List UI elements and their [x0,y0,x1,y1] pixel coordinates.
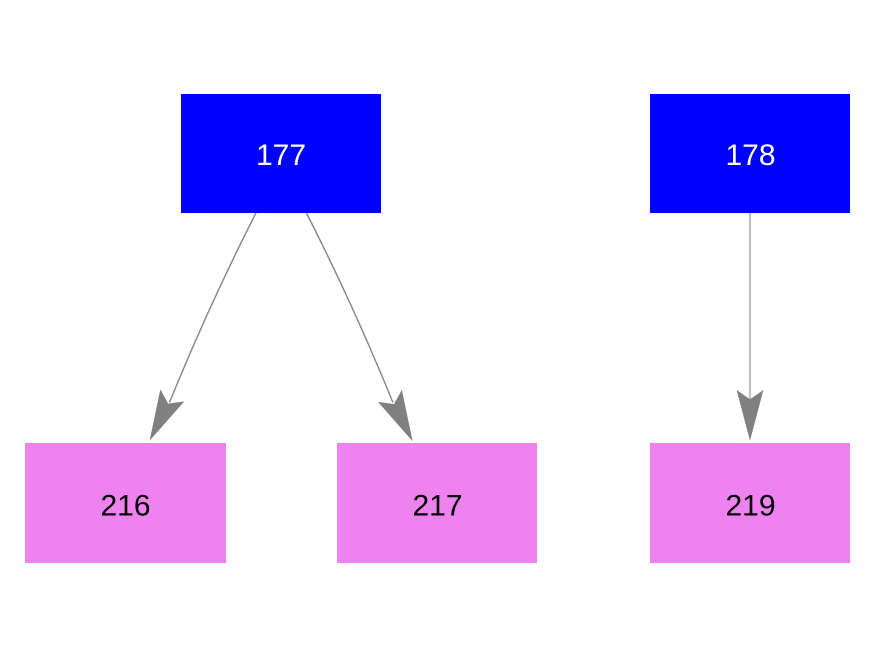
svg-text:219: 219 [725,490,775,523]
svg-text:216: 216 [100,490,150,523]
svg-text:217: 217 [412,490,462,523]
svg-text:178: 178 [725,139,775,172]
svg-text:177: 177 [256,139,306,172]
